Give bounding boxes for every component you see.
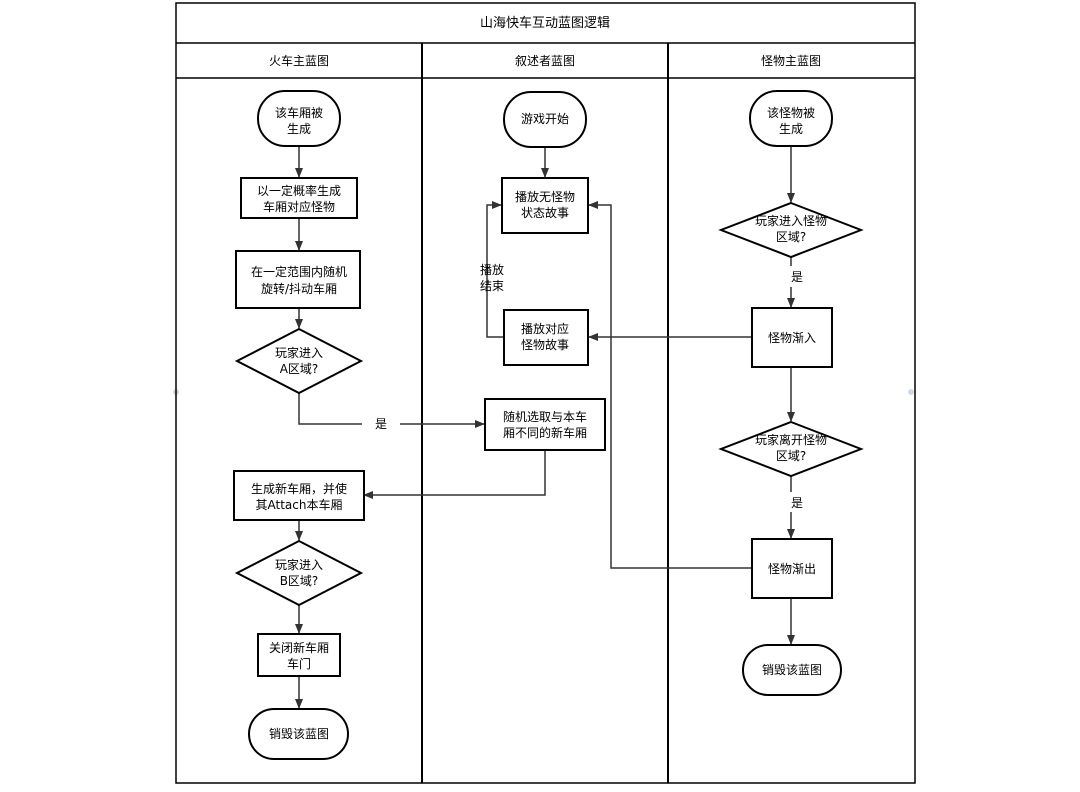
node-train-spawned-line-2: 生成 (287, 122, 311, 136)
node-rotate-carriage-line-2: 旋转/抖动车厢 (261, 281, 337, 296)
node-leave-zone-decision: 玩家离开怪物 区域? (718, 420, 864, 478)
node-play-monster-line-2: 怪物故事 (521, 337, 569, 352)
node-monster-spawned-line-2: 生成 (779, 122, 803, 136)
right-edge-handle (908, 389, 914, 395)
node-generate-monster: 以一定概率生成 车厢对应怪物 (240, 177, 358, 219)
edge-play-monster-loop-back (486, 201, 503, 338)
node-train-spawned: 该车厢被 生成 (257, 90, 341, 147)
node-close-door-line-1: 关闭新车厢 (269, 640, 329, 655)
node-generate-new-carriage: 生成新车厢，并使 其Attach本车厢 (233, 470, 365, 521)
node-generate-new-line-2: 其Attach本车厢 (256, 497, 343, 512)
node-play-no-monster-line-2: 状态故事 (521, 205, 569, 220)
node-destroy-monster: 销毁该蓝图 (742, 644, 842, 696)
node-destroy-train-label: 销毁该蓝图 (269, 726, 329, 741)
node-rotate-carriage-line-1: 在一定范围内随机 (251, 264, 347, 279)
node-generate-new-line-1: 生成新车厢，并使 (251, 481, 347, 496)
node-leave-zone-line-1: 玩家离开怪物 (755, 432, 827, 447)
edge-enter-a-to-pick-new (298, 393, 362, 425)
node-play-monster-story: 播放对应 怪物故事 (503, 309, 589, 366)
edge-fade-out-to-play-none (588, 201, 751, 569)
node-destroy-train: 销毁该蓝图 (248, 708, 349, 760)
node-fade-out: 怪物渐出 (751, 538, 833, 599)
node-close-door: 关闭新车厢 车门 (257, 633, 341, 677)
node-play-monster-line-1: 播放对应 (521, 321, 569, 336)
lane-header-monster: 怪物主蓝图 (761, 54, 821, 68)
node-enter-b-line-2: B区域? (280, 574, 319, 588)
node-enter-zone-line-1: 玩家进入怪物 (755, 213, 827, 228)
node-pick-new-line-2: 厢不同的新车厢 (503, 425, 587, 440)
node-destroy-monster-label: 销毁该蓝图 (762, 662, 822, 677)
node-close-door-line-2: 车门 (287, 656, 311, 671)
node-enter-b-decision: 玩家进入 B区域? (234, 539, 364, 607)
lane-header-train: 火车主蓝图 (269, 53, 329, 68)
edge-pick-new-to-gen-new (363, 450, 546, 499)
node-fade-in-label: 怪物渐入 (768, 331, 816, 345)
node-rotate-carriage: 在一定范围内随机 旋转/抖动车厢 (235, 250, 361, 309)
node-fade-out-label: 怪物渐出 (768, 562, 816, 576)
edge-label-play-end-1: 播放 (480, 262, 504, 277)
node-leave-zone-line-2: 区域? (776, 449, 806, 463)
node-monster-spawned-line-1: 该怪物被 (767, 106, 815, 120)
node-generate-monster-line-1: 以一定概率生成 (257, 183, 341, 198)
edge-label-play-end-2: 结束 (480, 279, 504, 293)
edge-label-yes-a: 是 (375, 417, 387, 431)
node-train-spawned-line-1: 该车厢被 (275, 105, 323, 120)
node-generate-monster-line-2: 车厢对应怪物 (263, 199, 335, 214)
diagram-frame (175, 2, 916, 784)
node-game-start-label: 游戏开始 (521, 112, 569, 126)
node-pick-new-line-1: 随机选取与本车 (503, 409, 587, 424)
node-enter-zone-line-2: 区域? (776, 230, 806, 244)
node-enter-b-line-1: 玩家进入 (275, 557, 323, 572)
node-enter-a-line-1: 玩家进入 (275, 345, 323, 360)
edge-label-yes-enter: 是 (791, 270, 803, 284)
node-enter-a-decision: 玩家进入 A区域? (234, 327, 364, 395)
node-play-no-monster: 播放无怪物 状态故事 (501, 177, 589, 234)
node-enter-a-line-2: A区域? (280, 362, 319, 376)
node-game-start: 游戏开始 (503, 91, 587, 148)
node-monster-spawned: 该怪物被 生成 (749, 90, 833, 147)
node-pick-new-carriage: 随机选取与本车 厢不同的新车厢 (484, 398, 606, 451)
lane-header-narrator: 叙述者蓝图 (515, 54, 575, 68)
node-play-no-monster-line-1: 播放无怪物 (515, 189, 575, 204)
diagram-title: 山海快车互动蓝图逻辑 (480, 15, 610, 31)
node-enter-zone-decision: 玩家进入怪物 区域? (718, 201, 864, 259)
edge-label-yes-leave: 是 (791, 496, 803, 510)
node-fade-in: 怪物渐入 (751, 307, 833, 368)
